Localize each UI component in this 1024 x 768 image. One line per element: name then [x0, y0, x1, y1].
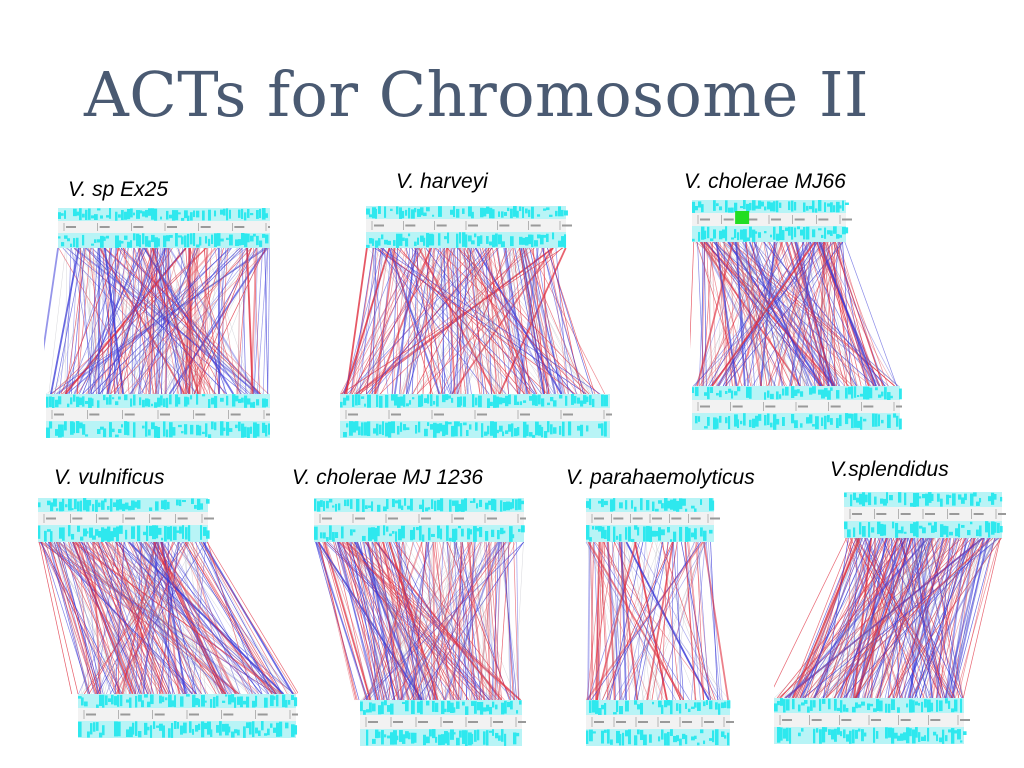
genome-track-bottom-4	[360, 700, 526, 746]
match-lines-2	[690, 241, 900, 387]
genome-track-top-6	[844, 492, 1006, 538]
panel-label-v-parahaemolyticus: V. parahaemolyticus	[566, 466, 755, 489]
genome-track-top-5	[586, 498, 720, 542]
act-figure-v-splendidus	[774, 492, 1006, 744]
genome-track-bottom-1	[340, 394, 612, 438]
panel-label-v-splendidus: V.splendidus	[830, 458, 949, 481]
genome-track-top-1	[366, 206, 572, 248]
panel-label-v-sp-ex25: V. sp Ex25	[68, 178, 168, 201]
match-lines-3	[38, 541, 298, 695]
act-figure-v-cholerae-mj1236	[314, 498, 526, 746]
panel-label-v-vulnificus: V. vulnificus	[54, 466, 165, 489]
act-figure-v-cholerae-mj66	[690, 200, 902, 430]
match-lines-1	[340, 247, 606, 395]
slide-title: ACTs for Chromosome II	[84, 58, 869, 131]
genome-track-bottom-6	[774, 698, 970, 744]
genome-track-top-4	[314, 498, 526, 542]
act-figure-v-vulnificus	[38, 498, 298, 738]
panel-label-v-cholerae-mj66: V. cholerae MJ66	[684, 170, 846, 193]
panel-label-v-harveyi: V. harveyi	[396, 170, 488, 193]
panel-label-v-cholerae-mj1236: V. cholerae MJ 1236	[292, 466, 484, 489]
genome-track-bottom-3	[78, 694, 298, 738]
genome-track-top-3	[38, 498, 214, 542]
match-lines-4	[315, 541, 525, 701]
act-figure-v-sp-ex25	[44, 208, 270, 438]
match-lines-0	[44, 247, 270, 395]
genome-track-top-2	[692, 200, 852, 242]
genome-track-top-0	[58, 208, 270, 248]
match-lines-6	[774, 537, 1002, 699]
act-figure-v-harveyi	[340, 206, 612, 438]
genome-track-bottom-0	[46, 394, 270, 438]
match-lines-5	[585, 541, 730, 701]
genome-track-bottom-2	[692, 386, 902, 430]
act-figure-v-parahaemolyticus	[585, 498, 734, 746]
genome-track-bottom-5	[586, 700, 734, 746]
